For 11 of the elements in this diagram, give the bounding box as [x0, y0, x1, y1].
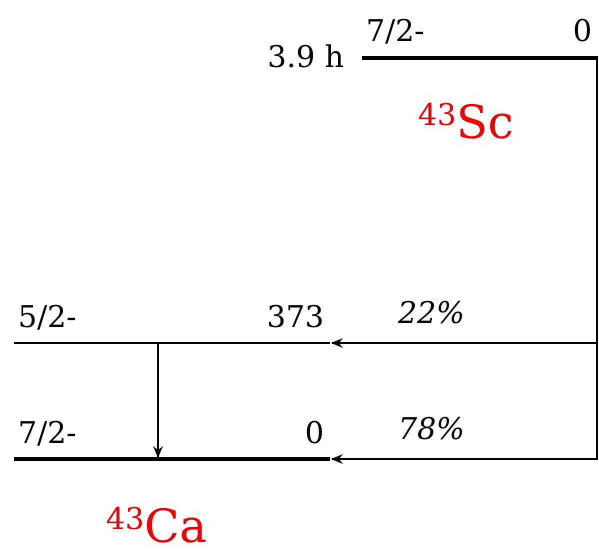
nuclide-label: $^{43}$Ca: [106, 500, 207, 552]
spin-parity-label: 5/2-: [18, 300, 76, 336]
decay-arrow: [331, 60, 598, 464]
spin-parity-label: 7/2-: [366, 14, 424, 50]
energy-label: 0: [304, 416, 324, 452]
transition-arrow: [153, 344, 163, 458]
nuclide-label: $^{43}$Sc: [418, 96, 514, 148]
half-life-label: 3.9 h: [267, 40, 344, 76]
energy-label: 373: [266, 300, 324, 336]
spin-parity-label: 7/2-: [18, 416, 76, 452]
energy-label: 0: [572, 14, 592, 50]
